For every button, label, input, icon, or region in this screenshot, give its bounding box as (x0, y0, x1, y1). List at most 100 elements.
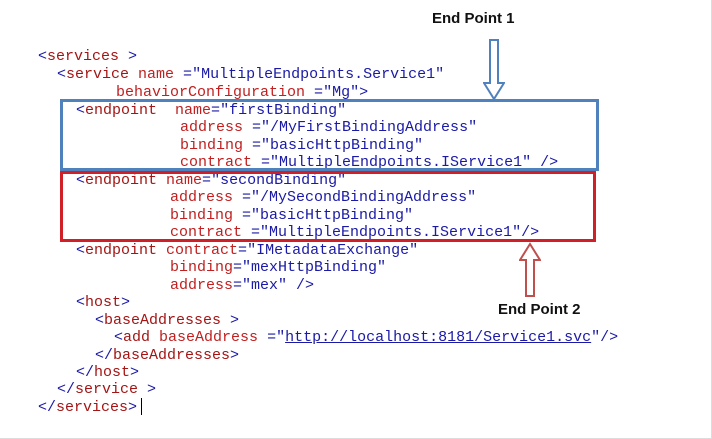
attr-name: address (170, 277, 234, 294)
attr-value: "basicHttpBinding" (261, 137, 424, 154)
tag-name: baseAddresses (113, 347, 231, 364)
bracket: > (138, 381, 157, 398)
bracket: > (221, 312, 240, 329)
attr-name: behaviorConfiguration (116, 84, 315, 101)
endpoint1-highlight-box (60, 99, 599, 171)
equals: = (314, 84, 324, 101)
attr-name: binding (180, 137, 253, 154)
attr-name: contract (157, 242, 239, 259)
equals: = (238, 242, 248, 259)
attr-value: "/MyFirstBindingAddress" (261, 119, 478, 136)
attr-name: name (157, 172, 203, 189)
code-line-address2: address ="/MySecondBindingAddress" (170, 189, 476, 207)
bracket: < (38, 48, 48, 65)
equals: = (252, 119, 262, 136)
tag-name: add (123, 329, 151, 346)
attr-name: address (180, 119, 253, 136)
endpoint1-label: End Point 1 (432, 10, 515, 27)
tag-name: host (94, 364, 131, 381)
attr-name: name (129, 66, 184, 83)
code-line-host-close: </host> (76, 364, 139, 382)
bracket: </ (95, 347, 114, 364)
bracket: </ (57, 381, 76, 398)
attr-value: "firstBinding" (220, 102, 347, 119)
attr-value: "Mg" (323, 84, 360, 101)
quote: " (276, 329, 286, 346)
bracket: </ (38, 399, 57, 416)
code-line-behavior: behaviorConfiguration ="Mg"> (116, 84, 368, 102)
attr-value: "/MySecondBindingAddress" (251, 189, 477, 206)
attr-value: "secondBinding" (211, 172, 347, 189)
bracket: < (76, 242, 86, 259)
code-line-service-open: <service name ="MultipleEndpoints.Servic… (57, 66, 444, 84)
bracket: < (95, 312, 105, 329)
attr-value: "MultipleEndpoints.Service1" (192, 66, 445, 83)
bracket: < (76, 294, 86, 311)
attr-value: "mexHttpBinding" (242, 259, 387, 276)
equals: = (233, 277, 243, 294)
tag-name: endpoint (85, 102, 158, 119)
equals: = (252, 137, 262, 154)
attr-value: "IMetadataExchange" (247, 242, 419, 259)
equals: = (202, 172, 212, 189)
tag-name: host (85, 294, 122, 311)
code-line-add-baseaddress: <add baseAddress ="http://localhost:8181… (114, 329, 618, 347)
attr-name: name (157, 102, 212, 119)
bracket: > (119, 48, 138, 65)
tag-name: services (47, 48, 120, 65)
bracket: < (57, 66, 67, 83)
attr-name: contract (180, 154, 262, 171)
equals: = (242, 189, 252, 206)
tag-name: endpoint (85, 172, 158, 189)
arrow-down-icon (483, 39, 505, 101)
code-line-binding2: binding ="basicHttpBinding" (170, 207, 413, 225)
code-line-contract2: contract ="MultipleEndpoints.IService1"/… (170, 224, 539, 242)
bracket: > (128, 399, 138, 416)
equals: = (261, 154, 271, 171)
tag-name: service (75, 381, 139, 398)
tag-name: baseAddresses (104, 312, 222, 329)
code-line-binding3: binding="mexHttpBinding" (170, 259, 386, 277)
attr-value: "MultipleEndpoints.IService1" (260, 224, 522, 241)
attr-name: address (170, 189, 243, 206)
bracket: < (76, 102, 86, 119)
equals: = (183, 66, 193, 83)
base-address-link[interactable]: http://localhost:8181/Service1.svc (285, 329, 592, 346)
attr-name: binding (170, 259, 234, 276)
endpoint2-highlight-box (60, 171, 596, 242)
attr-name: binding (170, 207, 243, 224)
bracket: > (121, 294, 131, 311)
attr-name: contract (170, 224, 252, 241)
bracket: /> (287, 277, 315, 294)
bracket: < (114, 329, 124, 346)
code-line-binding1: binding ="basicHttpBinding" (180, 137, 423, 155)
attr-value: "mex" (242, 277, 288, 294)
equals: = (267, 329, 277, 346)
tag-name: endpoint (85, 242, 158, 259)
code-line-services-close: </services> (38, 399, 137, 417)
attr-name: baseAddress (150, 329, 268, 346)
bracket: /> (521, 224, 540, 241)
code-line-endpoint2: <endpoint name="secondBinding" (76, 172, 346, 190)
tag-name: services (56, 399, 129, 416)
equals: = (251, 224, 261, 241)
attr-value: "MultipleEndpoints.IService1" (270, 154, 532, 171)
code-line-endpoint1: <endpoint name="firstBinding" (76, 102, 346, 120)
bracket: /> (531, 154, 559, 171)
bracket: </ (76, 364, 95, 381)
equals: = (233, 259, 243, 276)
code-line-address1: address ="/MyFirstBindingAddress" (180, 119, 477, 137)
code-line-address3: address="mex" /> (170, 277, 314, 295)
tag-name: service (66, 66, 130, 83)
code-line-host-open: <host> (76, 294, 130, 312)
equals: = (211, 102, 221, 119)
bracket: /> (600, 329, 619, 346)
code-line-service-close: </service > (57, 381, 156, 399)
code-line-services-open: <services > (38, 48, 137, 66)
bracket: > (130, 364, 140, 381)
code-line-baseaddresses-open: <baseAddresses > (95, 312, 239, 330)
code-line-endpoint3: <endpoint contract="IMetadataExchange" (76, 242, 418, 260)
arrow-up-icon (519, 242, 541, 297)
code-line-baseaddresses-close: </baseAddresses> (95, 347, 239, 365)
